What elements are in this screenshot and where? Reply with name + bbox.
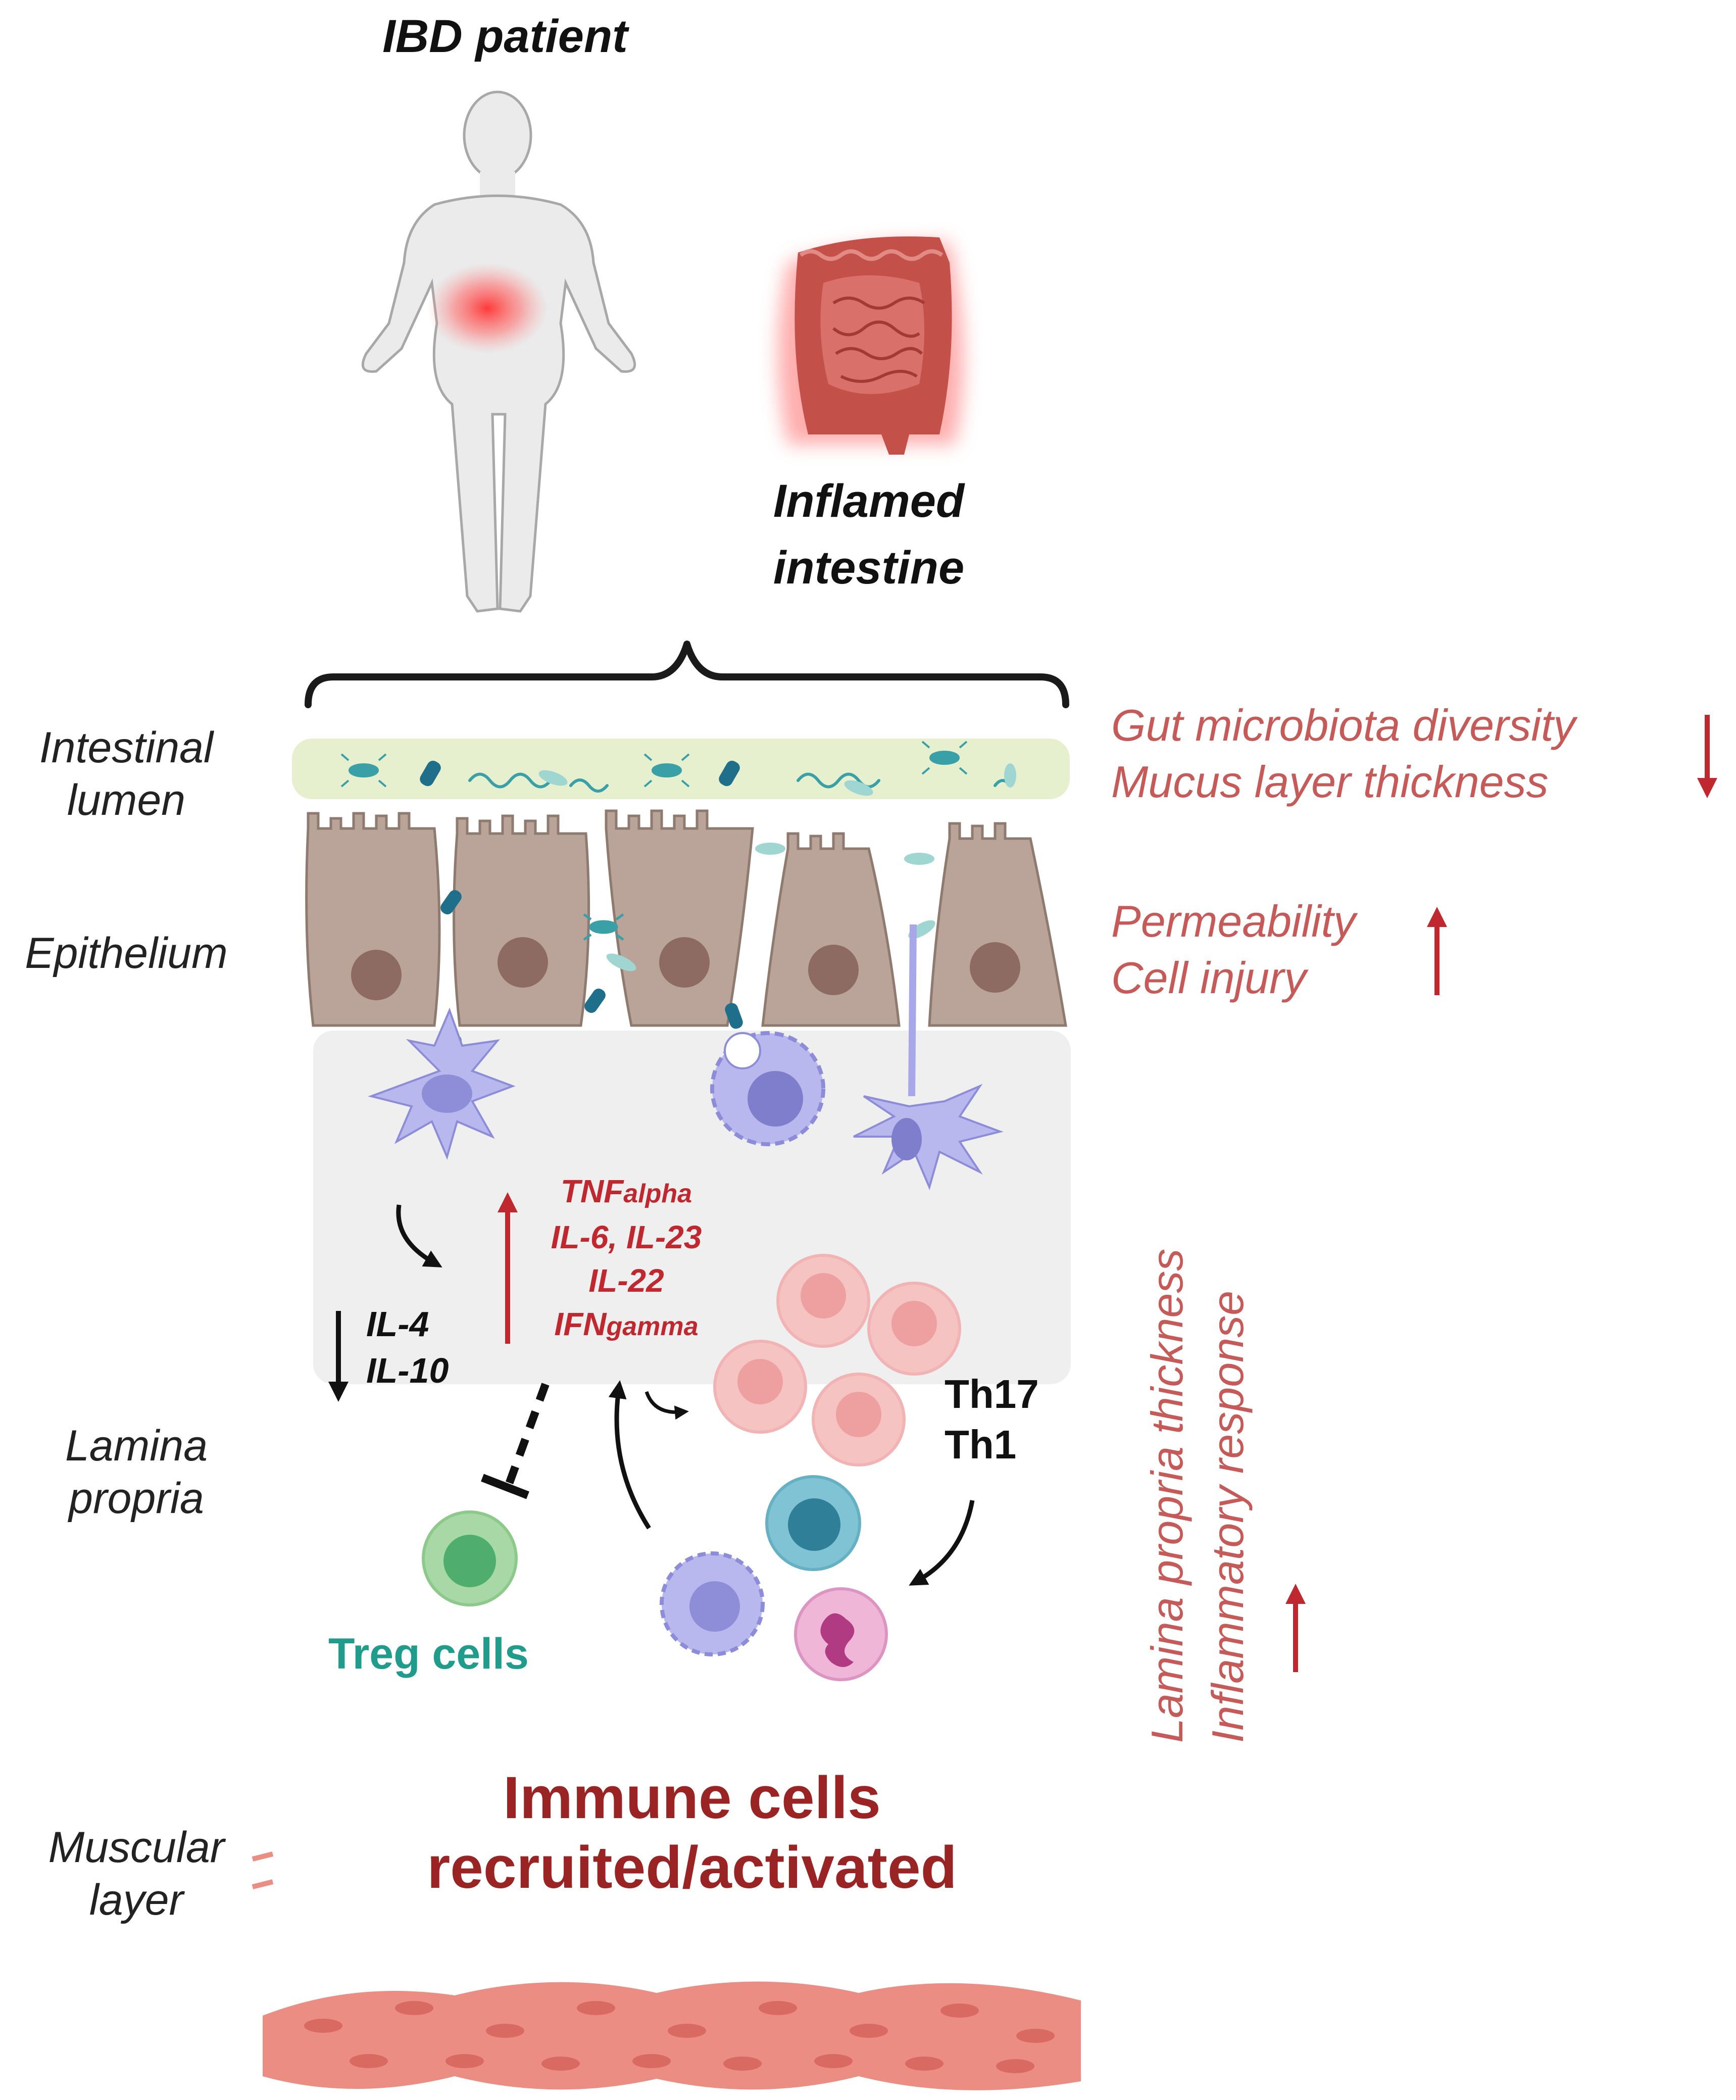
cytokine-ifn-main: IFN (554, 1306, 607, 1342)
intestine-label-line2: intestine (773, 542, 965, 594)
macrophage-icon (710, 1031, 825, 1146)
immune-summary: Immune cells recruited/activated (313, 1763, 1071, 1902)
layer-label-lumen: Intestinal lumen (10, 721, 242, 826)
th17-label: Th17 (945, 1372, 1039, 1417)
patient-figure-icon (361, 90, 636, 613)
layer-label-lamina: Lamina propria (20, 1420, 253, 1525)
intestine-label-line1: Inflamed (773, 475, 965, 527)
treg-label: Treg cells (328, 1630, 529, 1678)
abdominal-pain-glow-icon (427, 263, 548, 354)
neuron-like-cell-icon (853, 924, 1004, 1190)
lamina-line2: propria (69, 1474, 204, 1523)
cytokine-to-th-arrow-icon (644, 1391, 689, 1420)
pro-inflammatory-cytokines: TNFalpha IL-6, IL-23 IL-22 IFNgamma (520, 1169, 732, 1348)
effect-lamina-thickness: Lamina propria thickness (1142, 1248, 1192, 1743)
cytokine-il6-il23: IL-6, IL-23 (551, 1219, 702, 1255)
immune-to-cytokine-arrow-icon (608, 1380, 651, 1530)
effect-microbiota: Gut microbiota diversity (1111, 700, 1576, 750)
cytokine-il10: IL-10 (366, 1351, 449, 1390)
treg-inhibition-icon (481, 1383, 550, 1499)
lumen-line1: Intestinal (39, 723, 214, 772)
effect-permeability: Permeability (1111, 896, 1356, 946)
layer-label-muscular: Muscular layer (20, 1821, 253, 1926)
cytokine-tnf-main: TNF (560, 1173, 624, 1209)
effect-inflammatory-response: Inflammatory response (1203, 1290, 1253, 1743)
lumen-line2: lumen (67, 776, 186, 824)
brace-icon (305, 641, 1069, 708)
recruited-macrophage-icon (660, 1551, 765, 1656)
immune-summary-line2: recruited/activated (427, 1834, 957, 1901)
anti-inflammatory-cytokines: IL-4 IL-10 (366, 1301, 449, 1394)
cytokine-tnf-sub: alpha (623, 1179, 692, 1208)
muscular-line1: Muscular (48, 1823, 225, 1872)
monocyte-icon (765, 1475, 861, 1571)
treg-cell-icon (422, 1510, 518, 1606)
cytokine-tnf: TNFalpha (520, 1169, 732, 1215)
muscular-layer (252, 1851, 1081, 2090)
effect-cell-injury: Cell injury (1111, 953, 1307, 1003)
immune-summary-line1: Immune cells (503, 1765, 881, 1831)
dc-to-cytokine-arrow-icon (396, 1204, 442, 1267)
patient-label: IBD patient (382, 11, 628, 62)
cytokine-il4: IL-4 (366, 1304, 429, 1344)
cytokine-il22: IL-22 (588, 1262, 664, 1299)
cytokine-ifn: IFNgamma (520, 1302, 732, 1348)
lamina-line1: Lamina (65, 1422, 208, 1470)
th1-label: Th1 (945, 1422, 1017, 1467)
effect-mucus: Mucus layer thickness (1111, 757, 1549, 807)
th-cell-cluster-icon (713, 1254, 961, 1467)
th-cell-labels: Th17 Th1 (945, 1369, 1039, 1470)
muscular-line2: layer (89, 1876, 184, 1924)
layer-label-epithelium: Epithelium (25, 929, 228, 978)
dendritic-cell-icon (368, 1007, 516, 1160)
microbiota-icon (340, 741, 1016, 796)
th-to-immune-arrow-icon (909, 1500, 975, 1586)
inflamed-intestine-icon (778, 236, 964, 455)
cytokine-ifn-sub: gamma (606, 1312, 699, 1341)
neutrophil-icon (794, 1587, 888, 1681)
